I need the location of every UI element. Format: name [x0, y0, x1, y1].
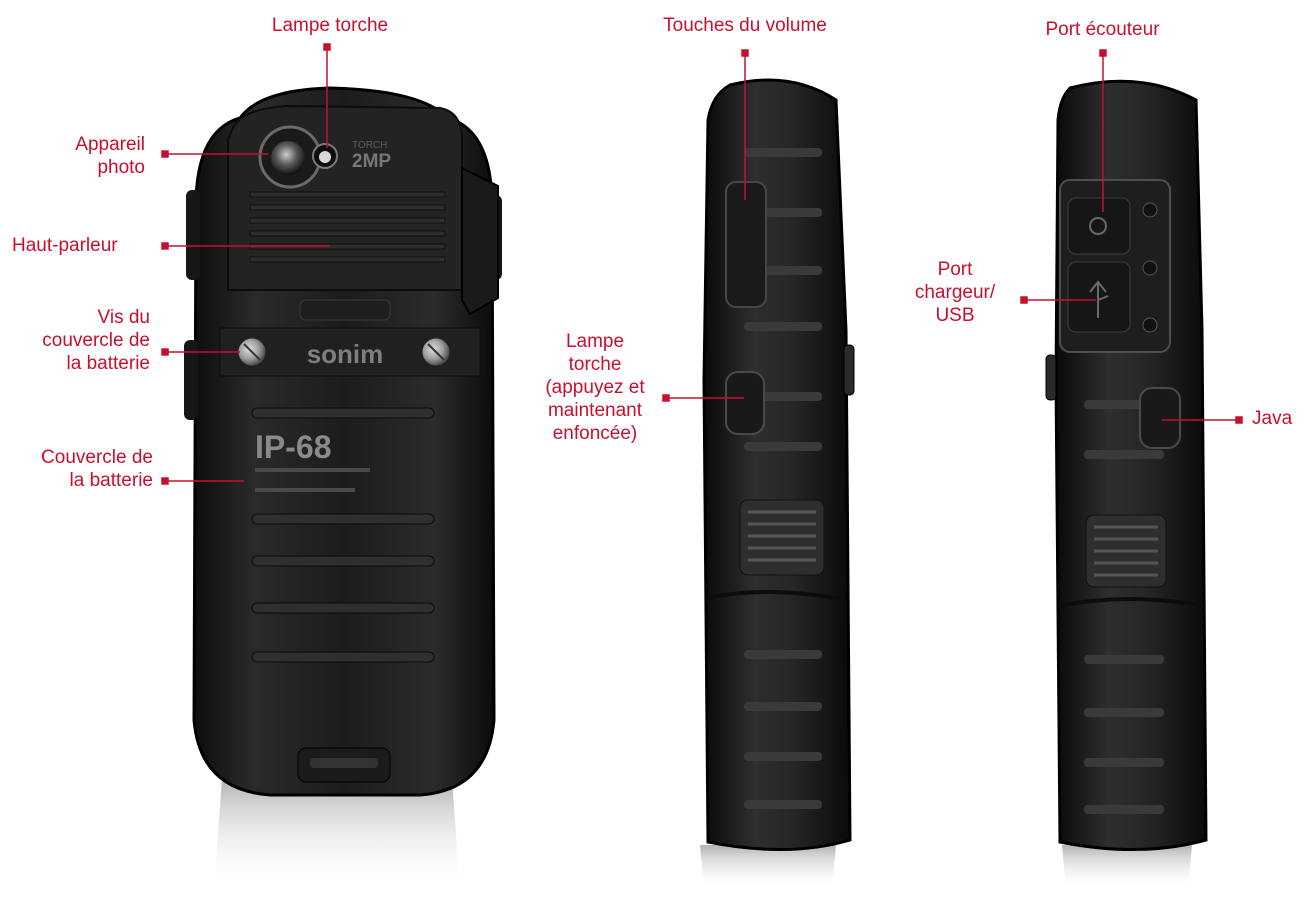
back-left-grip-lower: [184, 340, 198, 420]
leader-side-volume-dot: [741, 49, 749, 57]
side1-speaker-lines: [748, 510, 816, 562]
rating-subtext-2: [255, 488, 355, 492]
volume-keys: [725, 181, 767, 308]
side1-ribs: [744, 148, 822, 809]
label-side-charger: Port chargeur/ USB: [914, 259, 996, 326]
leader-back-screws-dot: [161, 348, 169, 356]
camera-lens: [271, 141, 305, 175]
side1-reflection: [700, 845, 836, 890]
torch-led: [319, 151, 331, 163]
port-screw-1: [1142, 202, 1158, 218]
leader-side-torch-dot: [662, 394, 670, 402]
rating-mark: IP-68: [255, 429, 331, 465]
label-side-volume: Touches du volume: [663, 15, 827, 36]
brand-mark: sonim: [307, 339, 384, 369]
side2-ribs: [1084, 400, 1164, 814]
port-screw-3: [1142, 317, 1158, 333]
label-back-camera: Appareil photo: [75, 134, 145, 178]
leader-back-speaker-dot: [161, 242, 169, 250]
battery-cover-ribs: [251, 407, 435, 663]
earphone-port-cover: [1067, 197, 1131, 255]
port-screw-2: [1142, 260, 1158, 276]
back-left-grip-upper: [186, 190, 200, 280]
callout-leaders: [161, 43, 1243, 485]
back-clip: [461, 166, 499, 316]
label-back-torch: Lampe torche: [271, 15, 389, 36]
torch-mark: TORCH: [352, 140, 387, 151]
back-speaker-grille: [249, 191, 446, 263]
back-latch: [299, 299, 391, 321]
label-back-cover: Couvercle de la batterie: [41, 447, 153, 491]
camera-mark: 2MP: [352, 151, 391, 172]
earphone-symbol: [1089, 217, 1107, 235]
side-torch-button: [725, 371, 765, 435]
label-side-java: Java: [1252, 408, 1293, 429]
leader-back-cover-dot: [161, 477, 169, 485]
leader-side-charger-dot: [1020, 296, 1028, 304]
side1-grip-seam: [705, 590, 847, 602]
side2-nub: [1045, 354, 1057, 401]
leader-back-camera-dot: [161, 150, 169, 158]
leader-side-java-dot: [1235, 416, 1243, 424]
side1-nub: [843, 344, 855, 396]
side2-reflection: [1062, 845, 1192, 890]
label-back-speaker: Haut-parleur: [12, 235, 118, 256]
java-key: [1139, 387, 1181, 449]
label-back-screws: Vis du couvercle de la batterie: [42, 307, 150, 374]
phone-side-view-left: [700, 78, 855, 890]
leader-side-earphone-dot: [1099, 49, 1107, 57]
phone-side-view-right: [1045, 79, 1208, 890]
leader-back-torch-dot: [323, 43, 331, 51]
label-side-torch: Lampe torche (appuyez et maintenant enfo…: [545, 331, 645, 444]
back-screw-right-slot: [427, 343, 445, 361]
rating-subtext-1: [255, 468, 370, 472]
usb-symbol: [1089, 280, 1109, 318]
phone-back-view: TORCH 2MP sonim IP-68: [184, 86, 502, 890]
back-screw-left-slot: [243, 343, 261, 361]
label-side-earphone: Port écouteur: [1045, 19, 1160, 40]
back-reflection: [214, 778, 460, 890]
side2-grip-seam: [1057, 597, 1205, 608]
back-bottom-hook-slot: [310, 758, 378, 768]
side2-speaker-lines: [1094, 525, 1158, 577]
